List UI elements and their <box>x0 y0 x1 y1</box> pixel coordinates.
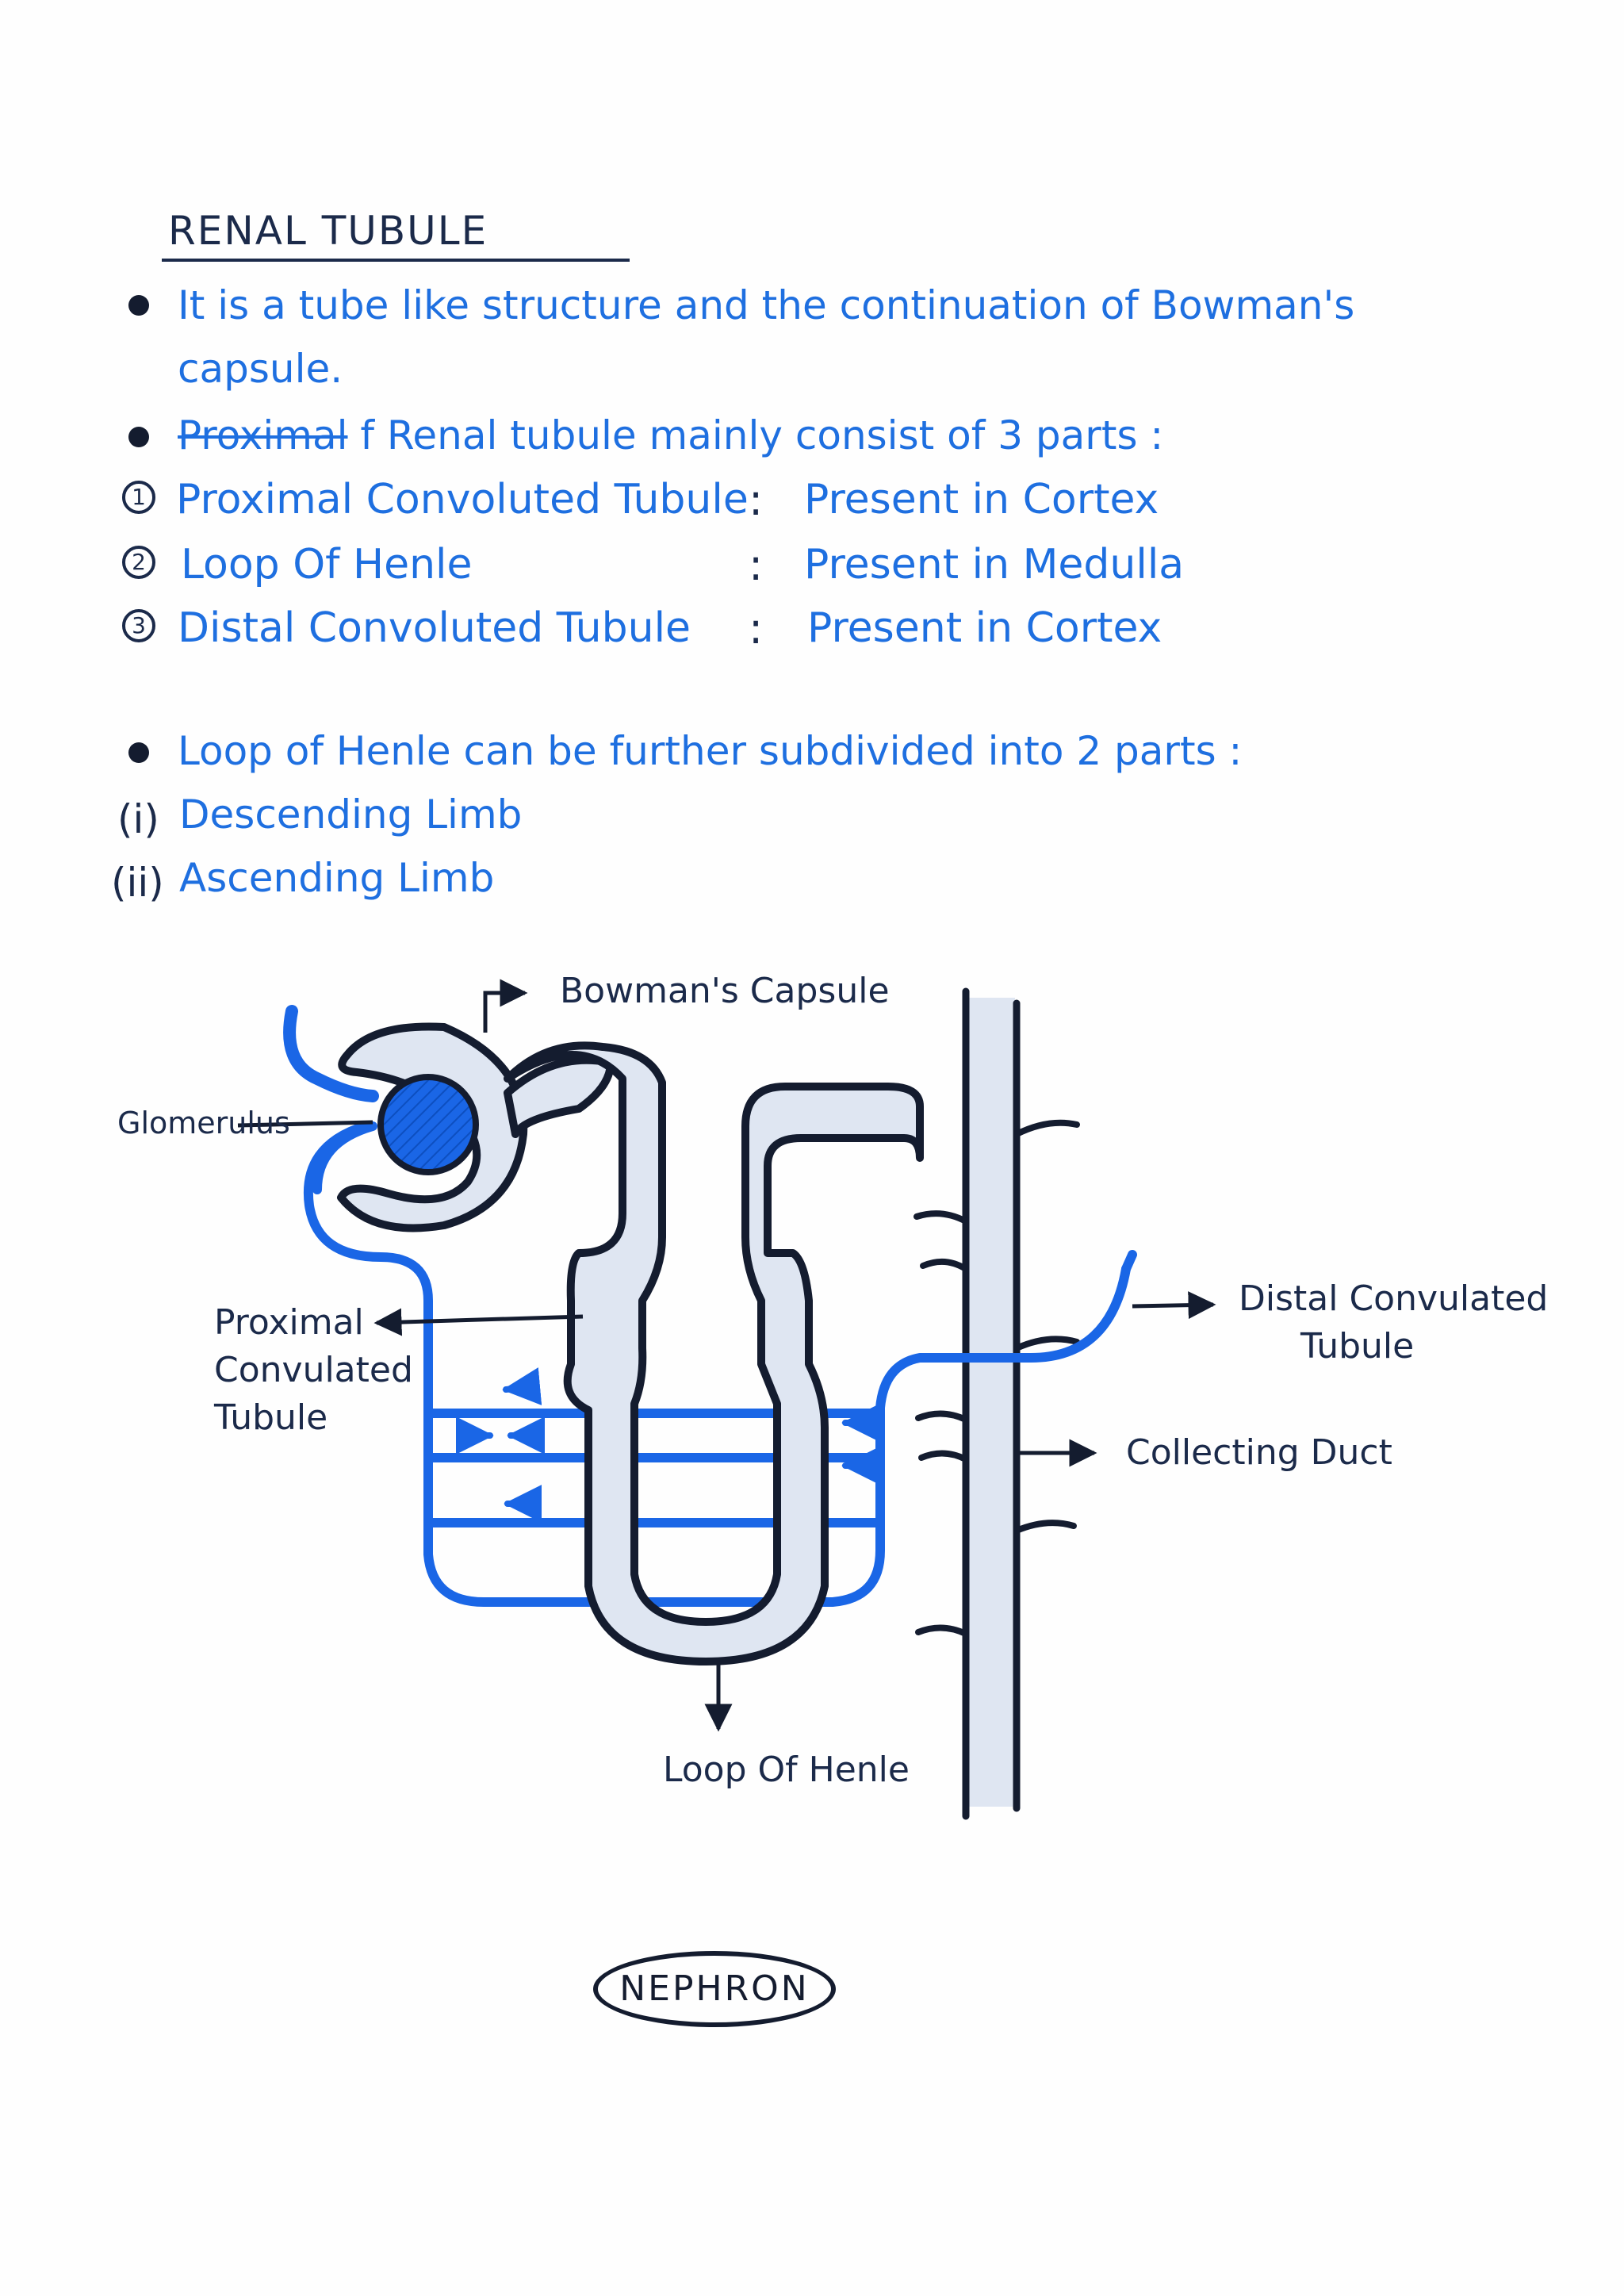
bullet-dot-2 <box>128 427 149 447</box>
subpart-name-2: Ascending Limb <box>179 855 495 901</box>
part-location-1: Present in Cortex <box>804 476 1159 523</box>
bullet-dot-1 <box>128 295 149 316</box>
part-location-2: Present in Medulla <box>804 541 1185 588</box>
part-number-3: 3 <box>122 609 155 642</box>
bullet-3: Loop of Henle can be further subdivided … <box>178 728 1243 774</box>
bullet-1-line-2: capsule. <box>178 346 343 392</box>
label-loop-of-henle: Loop Of Henle <box>663 1750 910 1790</box>
part-name-3: Distal Convoluted Tubule <box>178 604 691 652</box>
part-number-1: 1 <box>122 481 155 514</box>
page-heading: RENAL TUBULE <box>162 208 630 262</box>
part-name-1: Proximal Convoluted Tubule <box>176 476 749 523</box>
label-pct-line-2: Convulated <box>214 1350 413 1390</box>
part-number-2: 2 <box>122 546 155 579</box>
collecting-duct <box>914 987 1080 1820</box>
label-glomerulus: Glomerulus <box>117 1106 290 1140</box>
label-pct-line-3: Tubule <box>214 1397 328 1438</box>
renal-tubule <box>504 1041 924 1665</box>
subpart-name-1: Descending Limb <box>179 792 523 838</box>
capillary-network <box>303 1121 1137 1607</box>
part-name-2: Loop Of Henle <box>181 541 473 588</box>
bullet-2-text: f Renal tubule mainly consist of 3 parts… <box>360 412 1164 458</box>
bowmans-capsule <box>337 1022 528 1232</box>
diagram-title: NEPHRON <box>593 1951 836 2027</box>
struck-word: Proximal <box>178 412 348 458</box>
part-sep-2: : <box>749 540 764 590</box>
glomerular-vessels <box>283 1005 379 1194</box>
label-collecting-duct: Collecting Duct <box>1126 1432 1392 1473</box>
part-sep-1: : <box>749 475 764 525</box>
label-bowmans-capsule: Bowman's Capsule <box>560 971 890 1011</box>
label-dct-line-1: Distal Convulated <box>1239 1278 1549 1319</box>
label-leaders <box>237 979 1216 1732</box>
label-pct-line-1: Proximal <box>214 1302 364 1343</box>
subpart-number-1: (i) <box>117 796 159 842</box>
bullet-dot-3 <box>128 742 149 763</box>
part-location-3: Present in Cortex <box>807 604 1162 652</box>
part-sep-3: : <box>749 604 764 654</box>
bullet-2: Proximal f Renal tubule mainly consist o… <box>178 416 1163 455</box>
label-dct-line-2: Tubule <box>1300 1326 1415 1366</box>
bullet-1-line-1: It is a tube like structure and the cont… <box>178 282 1355 328</box>
subpart-number-2: (ii) <box>111 860 164 906</box>
